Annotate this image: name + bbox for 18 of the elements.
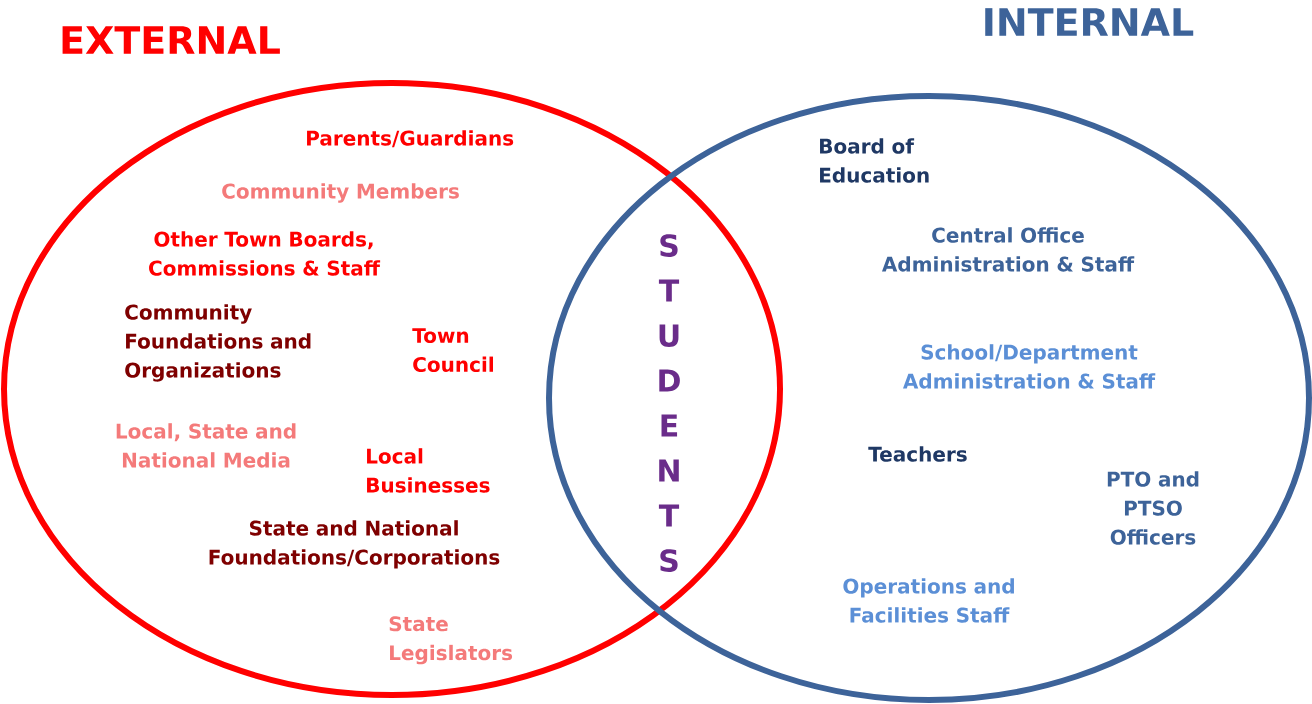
group-label: Operations and Facilities Staff xyxy=(843,578,1014,623)
group-label: Local, State and National Media xyxy=(116,423,296,468)
group-label: Community Members xyxy=(222,183,459,203)
group-label: State and National Foundations/Corporations xyxy=(209,520,500,569)
vertical-label: STUDENTS xyxy=(658,234,680,572)
group-label: Other Town Boards, Commissions & Staff xyxy=(149,231,381,276)
group-label: Town Council xyxy=(412,328,493,373)
group-label: Board of Education xyxy=(820,138,929,183)
group-label: Parents/Guardians xyxy=(307,130,514,148)
group-label: Community Foundations and Organizations xyxy=(125,304,311,382)
heading: EXTERNAL xyxy=(62,26,280,54)
group-label: State Legislators xyxy=(389,616,513,665)
heading: INTERNAL xyxy=(985,8,1194,36)
group-label: PTO and PTSO Officers xyxy=(1107,471,1199,545)
group-label: Teachers xyxy=(868,446,967,462)
group-label: Local Businesses xyxy=(367,448,490,493)
group-label: Central Office Administration & Staff xyxy=(882,227,1135,272)
group-label: School/Department Administration & Staff xyxy=(903,344,1156,389)
